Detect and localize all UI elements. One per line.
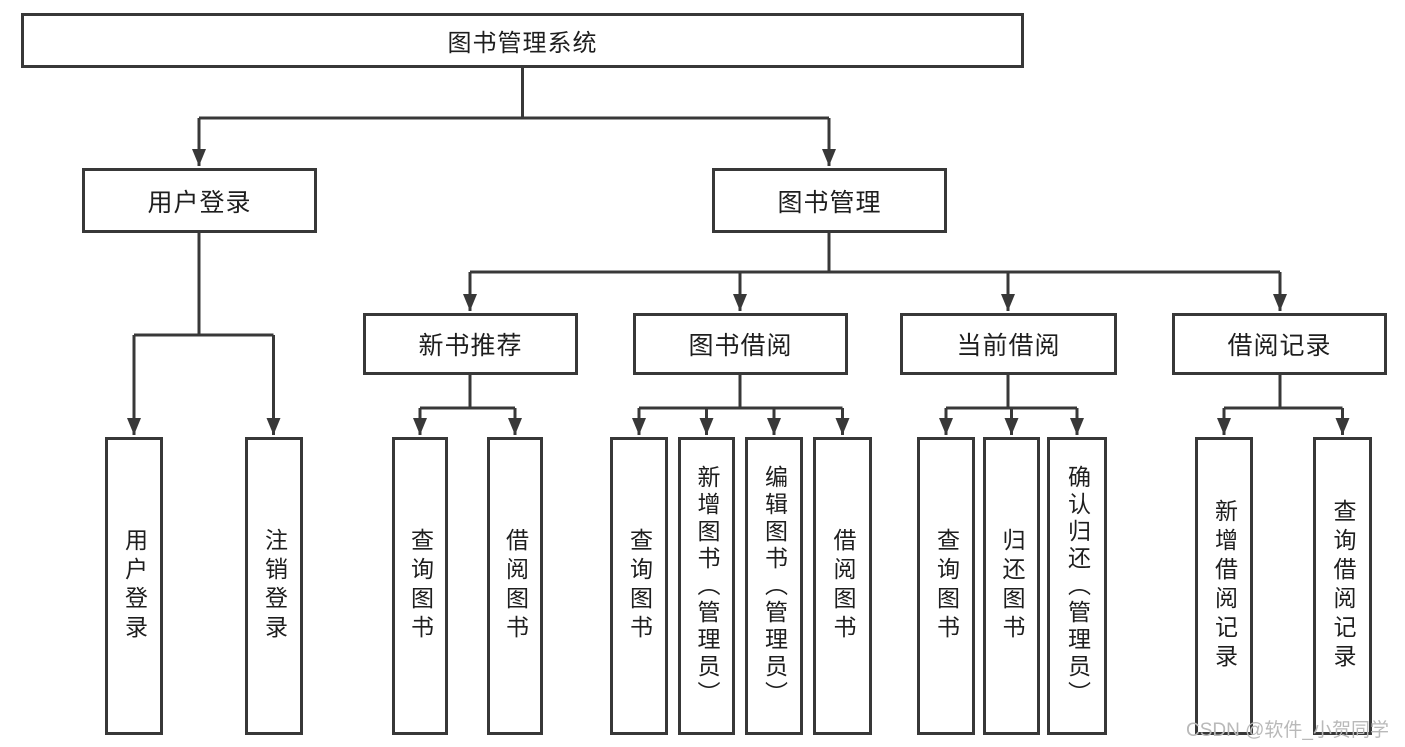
node-new-book-recommendation: 新书推荐 xyxy=(363,313,578,375)
leaf-query-books-borrowing: 查询图书 xyxy=(610,437,668,735)
connector-book-mgmt-trunk xyxy=(470,233,1280,274)
connector-borrow-records-trunk xyxy=(1224,375,1343,410)
connector-current-borrowing-trunk xyxy=(946,375,1077,410)
leaf-logout: 注销登录 xyxy=(245,437,303,735)
leaf-add-book-admin: 新增图书（管理员） xyxy=(678,437,735,735)
leaf-confirm-return-admin: 确认归还（管理员） xyxy=(1047,437,1107,735)
connector-new-book-rec-trunk xyxy=(420,375,515,410)
node-user-login: 用户登录 xyxy=(82,168,317,233)
leaf-return-book: 归还图书 xyxy=(983,437,1040,735)
node-current-borrowing: 当前借阅 xyxy=(900,313,1117,375)
leaf-user-login: 用户登录 xyxy=(105,437,163,735)
csdn-watermark: CSDN @软件_小贺同学 xyxy=(1186,720,1389,741)
node-book-borrowing: 图书借阅 xyxy=(633,313,848,375)
leaf-edit-book-admin: 编辑图书（管理员） xyxy=(745,437,803,735)
connector-book-borrowing-trunk xyxy=(639,375,843,410)
leaf-borrow-books-recommendation: 借阅图书 xyxy=(487,437,543,735)
node-system-root: 图书管理系统 xyxy=(21,13,1024,68)
leaf-borrow-books: 借阅图书 xyxy=(813,437,872,735)
node-borrow-records: 借阅记录 xyxy=(1172,313,1387,375)
leaf-query-books-current: 查询图书 xyxy=(917,437,975,735)
connector-root-trunk xyxy=(199,68,829,120)
leaf-add-borrow-record: 新增借阅记录 xyxy=(1195,437,1253,735)
connector-user-login-trunk xyxy=(134,233,274,337)
leaf-query-books-recommendation: 查询图书 xyxy=(392,437,448,735)
leaf-query-borrow-record: 查询借阅记录 xyxy=(1313,437,1372,735)
node-book-management: 图书管理 xyxy=(712,168,947,233)
